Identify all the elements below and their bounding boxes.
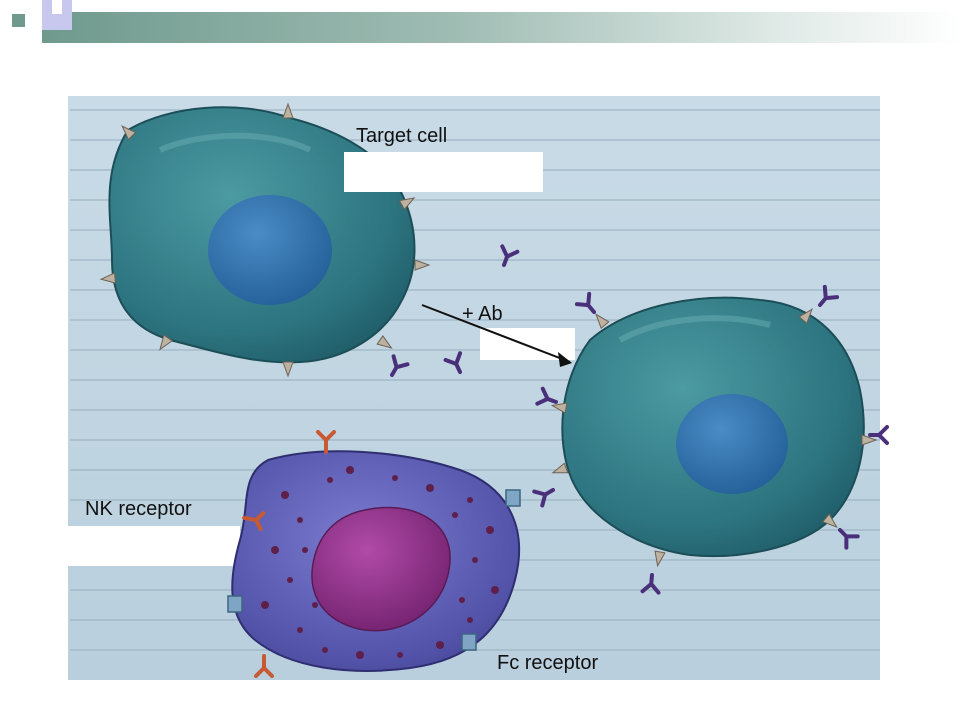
nk-cell-nucleus [311,506,451,632]
antibody-coated-target-cell [561,296,865,558]
header-square-accent [12,14,25,27]
white-mask-bottom-right [655,680,880,720]
plus-ab-label: + Ab [462,303,503,325]
nk-cell [231,450,521,672]
coated-cell-nucleus [676,394,788,494]
slide-header-bar [42,12,960,43]
nk-receptor-icon [242,430,336,678]
header-square-accent-white [52,0,62,14]
fc-receptor-label: Fc receptor [497,652,598,674]
nk-receptor-label: NK receptor [85,498,192,520]
nk-granules [261,466,499,659]
target-cell-label: Target cell [356,125,447,147]
arrow-to-coated-cell [421,304,572,367]
white-label-mask-1 [344,152,543,192]
fc-receptor-icon [227,489,521,651]
white-mask-left [68,526,240,566]
target-cell [108,106,416,364]
target-cell-nucleus [208,195,332,305]
